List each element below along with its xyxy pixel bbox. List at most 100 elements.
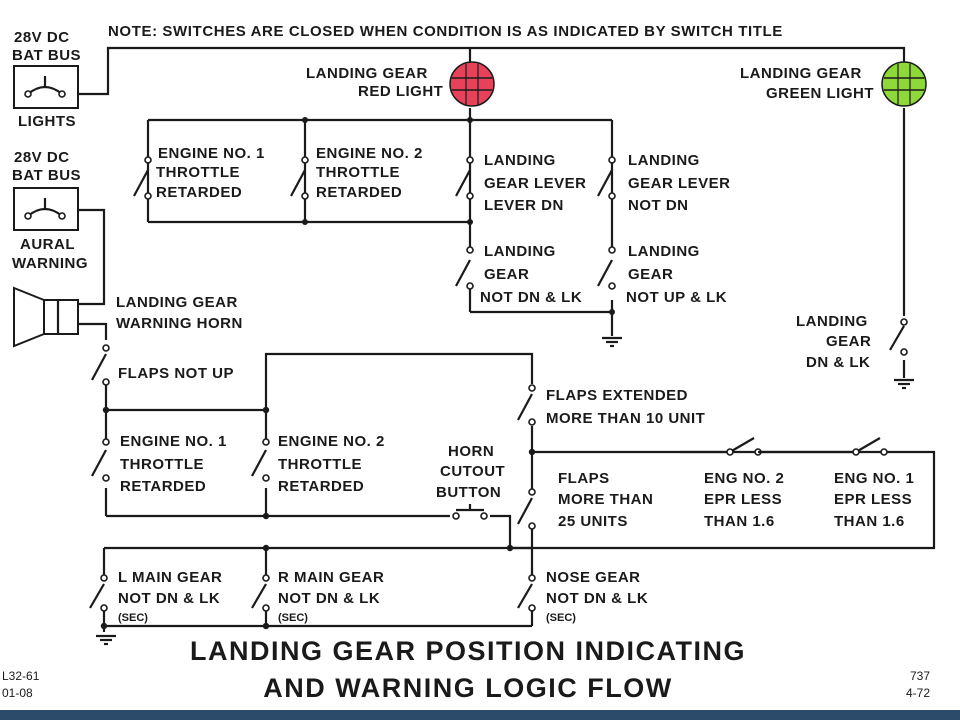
switch-flaps-25: FLAPS MORE THAN 25 UNITS xyxy=(517,470,653,530)
red-light-lamp xyxy=(449,61,495,107)
svg-text:BUTTON: BUTTON xyxy=(436,484,501,501)
svg-text:LANDING: LANDING xyxy=(796,313,868,330)
svg-text:(SEC): (SEC) xyxy=(118,612,148,624)
lights-bus-label-1: 28V DC xyxy=(14,29,70,46)
svg-text:DN & LK: DN & LK xyxy=(806,354,870,371)
ground-symbol-horn xyxy=(96,634,116,646)
ref-code-right-2: 4-72 xyxy=(906,686,930,700)
svg-text:MORE THAN: MORE THAN xyxy=(558,491,653,508)
switch-eng1-epr: ENG NO. 1 EPR LESS THAN 1.6 xyxy=(834,437,914,530)
svg-text:GEAR LEVER: GEAR LEVER xyxy=(628,175,731,192)
svg-text:EPR LESS: EPR LESS xyxy=(704,491,782,508)
green-light: LANDING GEAR GREEN LIGHT xyxy=(740,61,927,107)
svg-text:THROTTLE: THROTTLE xyxy=(120,456,204,473)
svg-text:LEVER DN: LEVER DN xyxy=(484,197,564,214)
svg-text:FLAPS NOT UP: FLAPS NOT UP xyxy=(118,365,234,382)
red-light-label-1: LANDING GEAR xyxy=(306,65,428,82)
aural-bus-caption-1: AURAL xyxy=(20,236,75,253)
svg-text:NOT DN & LK: NOT DN & LK xyxy=(118,590,220,607)
svg-text:NOT DN & LK: NOT DN & LK xyxy=(546,590,648,607)
svg-text:LANDING: LANDING xyxy=(484,243,556,260)
svg-text:NOT UP & LK: NOT UP & LK xyxy=(626,289,727,306)
horn-label-2: WARNING HORN xyxy=(116,315,243,332)
green-light-label-1: LANDING GEAR xyxy=(740,65,862,82)
svg-text:ENG NO. 1: ENG NO. 1 xyxy=(834,470,914,487)
svg-text:CUTOUT: CUTOUT xyxy=(440,463,505,480)
switch-eng2-throttle-top: ENGINE NO. 2 THROTTLE RETARDED xyxy=(290,145,423,201)
ref-code-left-2: 01-08 xyxy=(2,686,33,700)
ref-code-left-1: L32-61 xyxy=(2,669,40,683)
svg-text:GEAR LEVER: GEAR LEVER xyxy=(484,175,587,192)
svg-text:(SEC): (SEC) xyxy=(278,612,308,624)
footer-strip xyxy=(0,710,960,720)
aural-bus-breaker: 28V DC BAT BUS AURAL WARNING xyxy=(12,149,88,272)
svg-text:ENGINE NO. 2: ENGINE NO. 2 xyxy=(278,433,385,450)
switch-gear-lever-dn: LANDING GEAR LEVER LEVER DN xyxy=(455,152,587,214)
switch-eng2-throttle-mid: ENGINE NO. 2 THROTTLE RETARDED xyxy=(251,433,385,495)
svg-text:THROTTLE: THROTTLE xyxy=(156,164,240,181)
switch-gear-lever-not-dn: LANDING GEAR LEVER NOT DN xyxy=(597,152,731,214)
lights-bus-caption: LIGHTS xyxy=(18,113,76,130)
svg-text:THAN 1.6: THAN 1.6 xyxy=(834,513,905,530)
ground-symbol-green xyxy=(894,378,914,390)
diagram-title-line-1: LANDING GEAR POSITION INDICATING xyxy=(190,636,746,666)
lights-bus-label-2: BAT BUS xyxy=(12,47,81,64)
green-light-label-2: GREEN LIGHT xyxy=(766,85,874,102)
svg-text:GEAR: GEAR xyxy=(628,266,673,283)
lights-breaker-pin-b xyxy=(58,90,66,98)
switch-r-main-gear: R MAIN GEAR NOT DN & LK (SEC) xyxy=(251,569,384,624)
svg-text:ENGINE NO. 1: ENGINE NO. 1 xyxy=(158,145,265,162)
ground-symbol-light xyxy=(602,336,622,348)
svg-text:L MAIN GEAR: L MAIN GEAR xyxy=(118,569,222,586)
svg-text:NOSE GEAR: NOSE GEAR xyxy=(546,569,641,586)
diagram-title-line-2: AND WARNING LOGIC FLOW xyxy=(263,673,672,703)
warning-horn: LANDING GEAR WARNING HORN xyxy=(13,208,243,348)
svg-text:THAN 1.6: THAN 1.6 xyxy=(704,513,775,530)
lights-breaker-box xyxy=(13,65,79,109)
svg-text:GEAR: GEAR xyxy=(826,333,871,350)
aural-bus-caption-2: WARNING xyxy=(12,255,88,272)
switch-flaps-extended-10: FLAPS EXTENDED MORE THAN 10 UNIT xyxy=(517,384,705,427)
aural-bus-label-1: 28V DC xyxy=(14,149,70,166)
svg-text:FLAPS EXTENDED: FLAPS EXTENDED xyxy=(546,387,688,404)
switch-nose-gear: NOSE GEAR NOT DN & LK (SEC) xyxy=(517,569,648,624)
switch-gear-not-dn-lk: LANDING GEAR NOT DN & LK xyxy=(455,243,582,312)
svg-text:NOT DN & LK: NOT DN & LK xyxy=(278,590,380,607)
svg-text:RETARDED: RETARDED xyxy=(278,478,364,495)
svg-text:25 UNITS: 25 UNITS xyxy=(558,513,628,530)
aural-bus-label-2: BAT BUS xyxy=(12,167,81,184)
red-light-label-2: RED LIGHT xyxy=(358,83,443,100)
green-light-lamp xyxy=(881,61,927,107)
switch-gear-not-up-lk: LANDING GEAR NOT UP & LK xyxy=(597,243,727,306)
svg-text:RETARDED: RETARDED xyxy=(156,184,242,201)
svg-text:MORE THAN 10 UNIT: MORE THAN 10 UNIT xyxy=(546,410,705,427)
svg-text:FLAPS: FLAPS xyxy=(558,470,610,487)
svg-text:LANDING: LANDING xyxy=(628,243,700,260)
light-bus-wiring xyxy=(78,46,906,378)
svg-text:NOT DN & LK: NOT DN & LK xyxy=(480,289,582,306)
switch-l-main-gear: L MAIN GEAR NOT DN & LK (SEC) xyxy=(89,569,222,624)
svg-text:EPR LESS: EPR LESS xyxy=(834,491,912,508)
svg-text:LANDING: LANDING xyxy=(628,152,700,169)
horn-circuit-wiring xyxy=(100,352,936,632)
svg-text:ENGINE NO. 2: ENGINE NO. 2 xyxy=(316,145,423,162)
aural-breaker-pin-b xyxy=(58,212,66,220)
svg-text:HORN: HORN xyxy=(448,443,494,460)
svg-text:NOT DN: NOT DN xyxy=(628,197,689,214)
svg-text:LANDING: LANDING xyxy=(484,152,556,169)
svg-text:THROTTLE: THROTTLE xyxy=(278,456,362,473)
switch-eng1-throttle-mid: ENGINE NO. 1 THROTTLE RETARDED xyxy=(91,433,227,495)
red-light: LANDING GEAR RED LIGHT xyxy=(306,61,495,107)
svg-text:(SEC): (SEC) xyxy=(546,612,576,624)
svg-text:RETARDED: RETARDED xyxy=(120,478,206,495)
lights-bus-breaker: 28V DC BAT BUS LIGHTS xyxy=(12,29,81,130)
ref-code-right-1: 737 xyxy=(910,669,930,683)
note-text: NOTE: SWITCHES ARE CLOSED WHEN CONDITION… xyxy=(108,23,783,40)
horn-cutout-button: HORN CUTOUT BUTTON xyxy=(436,443,505,520)
svg-text:THROTTLE: THROTTLE xyxy=(316,164,400,181)
switch-gear-dn-lk: LANDING GEAR DN & LK xyxy=(796,313,908,371)
aural-breaker-pin-a xyxy=(24,212,32,220)
svg-text:ENGINE NO. 1: ENGINE NO. 1 xyxy=(120,433,227,450)
switch-eng2-epr: ENG NO. 2 EPR LESS THAN 1.6 xyxy=(704,437,856,530)
